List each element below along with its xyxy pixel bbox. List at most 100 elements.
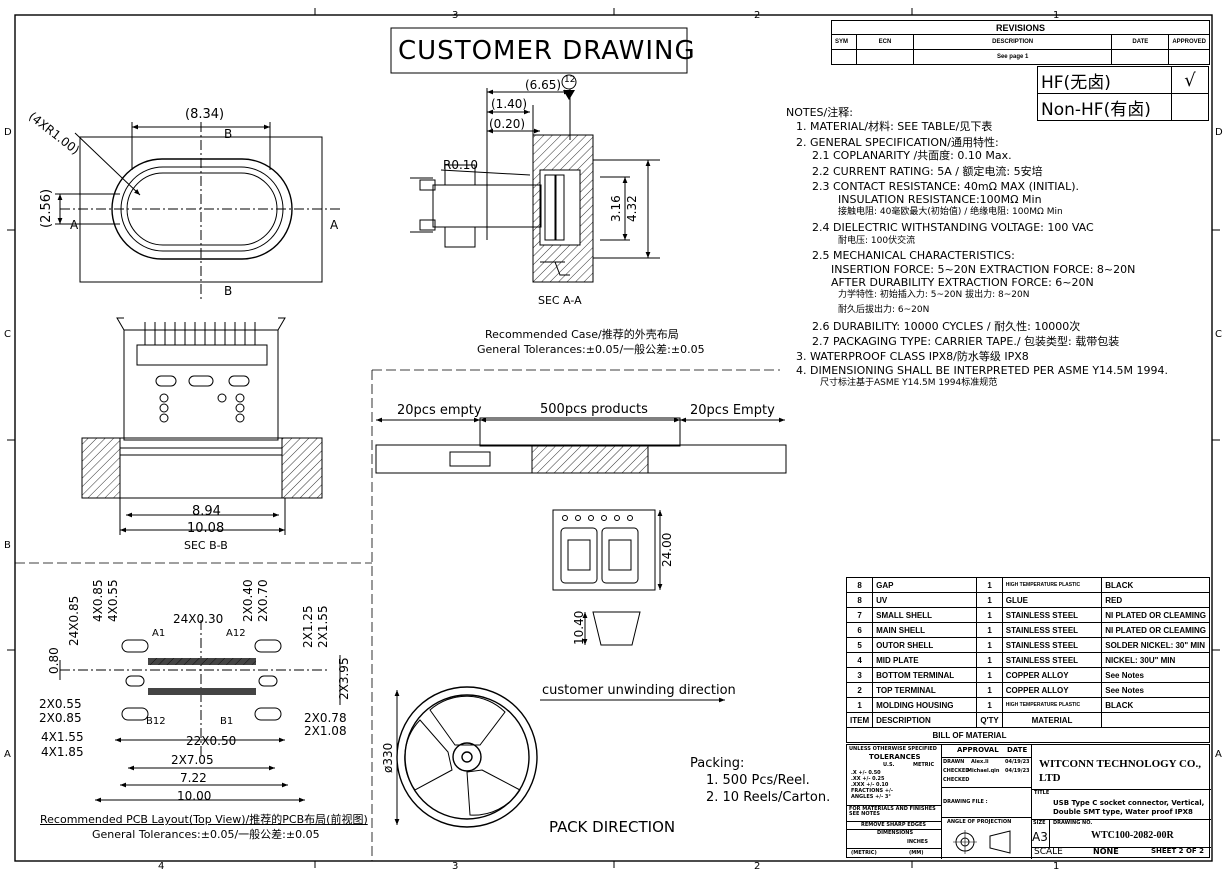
note-line: 1. MATERIAL/材料: SEE TABLE/见下表 (796, 120, 993, 133)
pcb-dim: 2X0.55 (39, 697, 82, 711)
note-line: 耐电压: 100伏交流 (838, 236, 916, 246)
zone-left-c: C (4, 329, 11, 340)
dim-4-32: 4.32 (625, 195, 639, 222)
note-line: 力学特性: 初始插入力: 5~20N 拔出力: 8~20N (838, 290, 1030, 300)
packing-line: 2. 10 Reels/Carton. (706, 790, 831, 805)
bom-item: 5 (845, 637, 874, 653)
sheet-frame (7, 8, 1220, 868)
title-block: UNLESS OTHERWISE SPECIFIED TOLERANCES U.… (846, 744, 1211, 859)
dims-inches: INCHES (907, 839, 928, 845)
note-line: INSULATION RESISTANCE:100MΩ Min (838, 193, 1042, 206)
note-line: 2.3 CONTACT RESISTANCE: 40mΩ MAX (INITIA… (812, 180, 1079, 193)
rev-cell (856, 49, 914, 65)
bom-item: 7 (845, 607, 874, 623)
bom-material: COPPER ALLOY (1001, 667, 1103, 683)
top-view (55, 122, 340, 300)
pcb-caption-2: General Tolerances:±0.05/一般公差:±0.05 (92, 828, 320, 841)
rev-col-desc: DESCRIPTION (912, 34, 1113, 50)
zone-top-3: 3 (452, 10, 459, 21)
note-line: 接触电阻: 40毫欧最大(初始值) / 绝缘电阻: 100MΩ Min (838, 207, 1063, 217)
pcb-dim: 24X0.30 (173, 612, 224, 626)
pin-b12: B12 (146, 716, 166, 727)
bom-qty: 1 (976, 607, 1003, 623)
bom-header-qty: Q'TY (976, 712, 1003, 728)
dims-metric: (METRIC) (851, 850, 877, 856)
tape-right-label: 20pcs Empty (690, 403, 775, 418)
pocket-pitch-dim: 24.00 (660, 532, 674, 567)
note-line: 2.6 DURABILITY: 10000 CYCLES / 耐久性: 1000… (812, 320, 1081, 333)
zone-left-a: A (4, 749, 11, 760)
rev-col-approved: APPROVED (1168, 34, 1210, 50)
hf-box: HF(无卤) √ Non-HF(有卤) (1037, 66, 1209, 121)
view-dividers (15, 369, 780, 861)
bom-item: 1 (845, 697, 874, 713)
bom-material: STAINLESS STEEL (1001, 637, 1103, 653)
section-b-top: B (224, 127, 233, 141)
bom-item: 3 (845, 667, 874, 683)
pin-a12: A12 (226, 628, 246, 639)
note-line: INSERTION FORCE: 5~20N EXTRACTION FORCE:… (831, 263, 1136, 276)
finish-note: FOR MATERIALS AND FINISHES SEE NOTES (849, 806, 936, 817)
drawing-number: WTC100-2082-00R (1091, 830, 1174, 841)
bom-material: GLUE (1001, 592, 1103, 608)
zone-left-d: D (4, 127, 12, 138)
tape-middle-label: 500pcs products (540, 402, 648, 417)
tol-row: .X +/- 0.50 (851, 770, 881, 776)
dim-0-20: (0.20) (489, 117, 526, 131)
rev-cell-desc: See page 1 (912, 49, 1113, 65)
note-line: AFTER DURABILITY EXTRACTION FORCE: 6~20N (831, 276, 1094, 289)
tol-title: TOLERANCES (869, 753, 921, 761)
tol-us: U.S. (883, 762, 895, 768)
bom-material: STAINLESS STEEL (1001, 607, 1103, 623)
drawing-no-label: DRAWING NO. (1053, 820, 1093, 826)
bom-material: HIGH TEMPERATURE PLASTIC (1001, 697, 1103, 713)
zone-bottom-1: 1 (1053, 861, 1060, 872)
checked-label: CHECKED (943, 768, 970, 774)
reel-diameter: ø330 (381, 742, 395, 773)
rev-col-date: DATE (1111, 34, 1170, 50)
pcb-dim: 4X1.85 (41, 745, 84, 759)
bom-finish: SOLDER NICKEL: 30" MIN (1101, 637, 1210, 653)
bom-header-finish (1101, 712, 1210, 728)
sec-b-b-caption: SEC B-B (184, 539, 228, 552)
pcb-dim: 4X0.85 (91, 579, 105, 622)
drawn-by: Alex.li (971, 759, 989, 765)
section-a-left: A (70, 218, 79, 232)
carrier-tape (375, 417, 787, 646)
zone-top-1: 1 (1053, 10, 1060, 21)
bom-material: STAINLESS STEEL (1001, 652, 1103, 668)
bom-item: 8 (845, 577, 874, 593)
bom-header-item: ITEM (845, 712, 874, 728)
pcb-dim: 24X0.85 (67, 595, 81, 646)
pin-b1: B1 (220, 716, 234, 727)
bom-finish: NICKEL: 30U" MIN (1101, 652, 1210, 668)
zone-right-d: D (1215, 127, 1223, 138)
bom-desc: BOTTOM TERMINAL (872, 667, 978, 683)
bom-material: HIGH TEMPERATURE PLASTIC (1001, 577, 1103, 593)
note-line: 3. WATERPROOF CLASS IPX8/防水等级 IPX8 (796, 350, 1029, 363)
item-balloon (561, 74, 577, 90)
dim-10-08: 10.08 (187, 521, 225, 536)
sheet-number: SHEET 2 OF 2 (1151, 847, 1205, 855)
pcb-pad-row-top (148, 658, 256, 665)
pcb-dim: 2X1.25 (301, 605, 315, 648)
bom-finish: See Notes (1101, 682, 1210, 698)
recommended-case-line2: General Tolerances:±0.05/一般公差:±0.05 (477, 343, 705, 356)
zone-bottom-2: 2 (754, 861, 761, 872)
tol-metric: METRIC (913, 762, 935, 768)
dims-title: DIMENSIONS (877, 830, 914, 836)
pcb-layout (59, 620, 341, 803)
bom-finish: See Notes (1101, 667, 1210, 683)
pcb-dim: 4X0.55 (106, 579, 120, 622)
bom-finish: RED (1101, 592, 1210, 608)
bom-title: BILL OF MATERIAL (846, 727, 1210, 743)
zone-right-c: C (1215, 329, 1222, 340)
hf-label: HF(无卤) (1037, 66, 1172, 94)
bom-item: 4 (845, 652, 874, 668)
recommended-case-line1: Recommended Case/推荐的外壳布局 (485, 328, 679, 341)
bom-desc: UV (872, 592, 978, 608)
note-line: 2.5 MECHANICAL CHARACTERISTICS: (812, 249, 1015, 262)
pin-a1: A1 (152, 628, 166, 639)
